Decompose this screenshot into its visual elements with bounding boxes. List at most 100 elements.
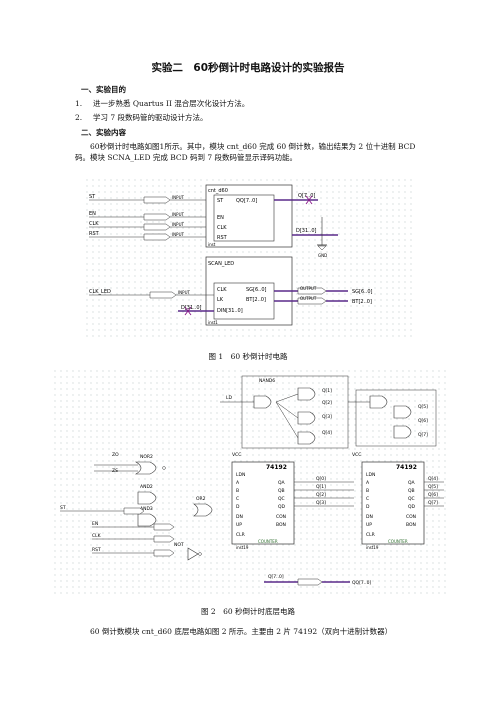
port-label: EN (217, 215, 224, 221)
port-label: BT[2..0] (246, 297, 266, 303)
port-label: B (366, 488, 369, 494)
port-label: D (366, 504, 370, 510)
port-label: QQ[7..0] (236, 198, 257, 204)
port-label: QD (408, 504, 416, 510)
gate-label: AND3 (140, 506, 153, 512)
net-label: Q[4] (322, 430, 332, 436)
port-label: LDN (236, 472, 245, 478)
port-label: QD (278, 504, 286, 510)
pin-tag: INPUT (172, 232, 185, 237)
port-label: A (236, 480, 240, 486)
figure-2-caption: 图 2 60 秒倒计时底层电路 (200, 607, 296, 616)
input-pin-st: ST INPUT (89, 194, 214, 204)
pin-label: EN (89, 211, 96, 217)
port-label: C (366, 496, 369, 502)
input-pin-rst: RST (92, 547, 175, 557)
port-label: B (236, 488, 239, 494)
list-item: 2. 学习 7 段数码管的驱动设计方法。 (75, 112, 208, 123)
pin-label: ST (89, 194, 96, 200)
gate-label: NOT (174, 542, 184, 548)
net-label: Q[4] (428, 476, 438, 482)
net-label: Q[5] (418, 404, 428, 410)
pin-label: ST (60, 505, 66, 511)
gnd-symbol (317, 245, 327, 251)
port-label: CLR (366, 532, 375, 538)
net-label: Q[3] (322, 414, 332, 420)
page-title: 实验二 60秒倒计时电路设计的实验报告 (151, 62, 345, 74)
counter-name: 74192 (396, 464, 417, 471)
list-item-number: 1. (75, 99, 83, 108)
port-label: D (236, 504, 240, 510)
gate-label: OR2 (196, 496, 206, 502)
net-label: Q[3] (316, 500, 326, 506)
counter-label: COUNTER (258, 539, 278, 544)
port-label: DN (366, 514, 373, 520)
port-label: UP (236, 522, 242, 528)
pin-label: EN (92, 521, 98, 527)
port-label: CON (406, 514, 416, 520)
bus-label: D[31..0] (296, 228, 317, 234)
gate-label: NAND6 (259, 378, 275, 384)
port-label: QC (278, 496, 285, 502)
net-label: Q[1] (322, 388, 332, 394)
list-item-text: 进一步熟悉 Quartus II 混合层次化设计方法。 (93, 99, 250, 108)
pin-label: CLK_LED (89, 289, 111, 295)
inst-label: inst19 (236, 545, 249, 550)
pin-tag: INPUT (172, 195, 185, 200)
pin-label: CLK (92, 533, 102, 539)
output-pin-sg: OUTPUT SG[6..0] (274, 286, 373, 295)
net-label: Q[6] (418, 418, 428, 424)
pin-tag: OUTPUT (300, 286, 317, 291)
port-label: CLR (236, 532, 245, 538)
block-name: cnt_d60 (208, 188, 228, 194)
gnd-label: GND (318, 253, 327, 258)
net-label: ZO (112, 452, 119, 458)
port-label: ST (217, 198, 224, 204)
port-label: UP (366, 522, 372, 528)
pin-label: CLK (89, 221, 99, 227)
figure-2-schematic: NAND6 Q[1] Q[2] Q[3] Q[4] LD Q (54, 370, 448, 598)
bus-label: QQ[7..0] (352, 580, 371, 586)
port-label: DIN[31..0] (217, 308, 243, 314)
nor-gate: NOR2 ZO ZS (94, 452, 166, 475)
net-label: Q[7] (418, 432, 428, 438)
schematic-canvas-2: NAND6 Q[1] Q[2] Q[3] Q[4] LD Q (54, 370, 448, 598)
net-label: LD (226, 395, 233, 401)
bus-label: D[31..0] (181, 305, 202, 311)
schematic-canvas-1: ST INPUT EN INPUT CLK INPUT R (86, 179, 416, 339)
port-label: CON (276, 514, 286, 520)
input-pin-st: ST (60, 505, 145, 515)
figure-1-caption: 图 1 60 秒倒计时电路 (208, 352, 288, 361)
counter-name: 74192 (266, 464, 287, 471)
block-name: SCAN_LED (208, 261, 234, 267)
net-label: Q[2] (322, 400, 332, 406)
pin-tag: INPUT (172, 212, 185, 217)
pin-label: RST (89, 231, 100, 237)
port-label: C (236, 496, 239, 502)
port-label: A (366, 480, 370, 486)
pin-tag: OUTPUT (300, 296, 317, 301)
figure-1-schematic: ST INPUT EN INPUT CLK INPUT R (86, 179, 416, 339)
pin-label: SG[6..0] (352, 289, 373, 295)
input-pin-clk: CLK INPUT (89, 221, 214, 231)
port-label: CLK (217, 225, 227, 231)
body-paragraph-trailing: 60 倒计数模块 cnt_d60 底层电路如图 2 所示。主要由 2 片 741… (90, 627, 393, 636)
block-cnt-d60: cnt_d60 ST EN CLK RST QQ[7..0] inst (205, 184, 293, 248)
port-label: LDN (366, 472, 375, 478)
net-label: Q[0] (316, 476, 326, 482)
list-item-number: 2. (75, 113, 83, 122)
section-heading-content: 二、实验内容 (81, 128, 126, 137)
input-pin-clk: CLK (92, 533, 175, 543)
not-gate: NOT (174, 542, 202, 561)
port-label: RST (217, 235, 228, 241)
section-heading-purpose: 一、实验目的 (81, 85, 126, 94)
list-item-text: 学习 7 段数码管的驱动设计方法。 (93, 113, 208, 122)
gate-label: AND2 (140, 484, 153, 490)
port-label: QB (278, 488, 285, 494)
inst-label: inst1 (208, 320, 218, 325)
counter-74192-second: VCC 74192 LDN A B C D DN UP CLR QA QB QC… (352, 452, 425, 550)
gate-label: NOR2 (140, 454, 153, 460)
pin-tag: INPUT (178, 290, 191, 295)
pin-label: BT[2..0] (352, 299, 372, 305)
